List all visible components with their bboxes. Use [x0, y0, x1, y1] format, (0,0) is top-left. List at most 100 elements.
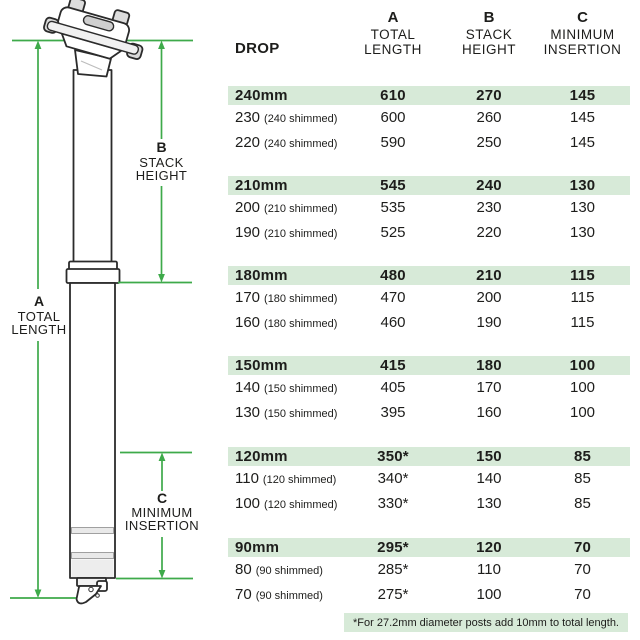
stack-height-value: 270 [476, 87, 502, 104]
shim-note: (150 shimmed) [264, 408, 338, 420]
stack-height-value: 240 [476, 177, 502, 194]
dim-c-label-line1: MINIMUM [131, 505, 192, 520]
stack-height-value: 250 [476, 134, 502, 151]
minimum-insertion-value: 145 [569, 109, 596, 126]
drop-value: 230 [235, 109, 261, 126]
total-length-value: 545 [380, 177, 406, 194]
column-name-line1: STACK [465, 27, 513, 42]
total-length-value: 395 [380, 404, 406, 421]
column-header-total-length: A TOTAL LENGTH [343, 10, 443, 57]
drop-value: 220 [235, 134, 261, 151]
drop-value: 90mm [235, 539, 280, 556]
total-length-value: 600 [380, 109, 406, 126]
drop-value: 100 [235, 495, 261, 512]
minimum-insertion-value: 70 [574, 586, 591, 603]
stack-height-value: 160 [476, 404, 502, 421]
drop-cell: 140(150 shimmed) [228, 379, 343, 396]
shim-note: (120 shimmed) [262, 474, 337, 486]
stack-height-value: 210 [476, 267, 502, 284]
total-length-value: 470 [380, 289, 406, 306]
drop-value: 150mm [235, 357, 288, 374]
drop-cell: 200(210 shimmed) [228, 199, 343, 216]
tube-band-lower [71, 552, 114, 559]
shim-note: (120 shimmed) [264, 499, 338, 511]
minimum-insertion-value: 130 [569, 224, 596, 241]
drop-value: 190 [235, 224, 261, 241]
drop-cell: 150mm [228, 357, 343, 374]
drop-header-row: 210mm 545 240 130 [228, 176, 630, 195]
dim-b-label-line2: HEIGHT [136, 168, 188, 183]
minimum-insertion-value: 115 [570, 314, 595, 331]
stack-height-value: 200 [476, 289, 502, 306]
shim-note: (180 shimmed) [264, 318, 338, 330]
drop-value: 170 [235, 289, 261, 306]
drop-cell: 120mm [228, 448, 343, 465]
seatpost-diagram: A TOTAL LENGTH B STACK HEIGHT C MINIMUM … [10, 0, 199, 605]
drop-value: 140 [235, 379, 261, 396]
dimension-c-minimum-insertion: C MINIMUM INSERTION [116, 451, 199, 580]
stack-height-value: 140 [476, 470, 502, 487]
neck-detail-line [80, 60, 103, 71]
dim-b-label-line1: STACK [139, 155, 183, 170]
dimension-a-total-length: A TOTAL LENGTH [10, 40, 76, 599]
total-length-value: 415 [380, 357, 406, 374]
arrow-down-icon [158, 274, 165, 283]
minimum-insertion-value: 100 [569, 357, 596, 374]
minimum-insertion-value: 70 [573, 539, 592, 556]
drop-cell: 220(240 shimmed) [228, 134, 343, 151]
minimum-insertion-value: 130 [569, 177, 596, 194]
column-name-line2: HEIGHT [461, 42, 516, 57]
drop-cell: 180mm [228, 267, 343, 284]
drop-value: 80 [235, 561, 252, 578]
column-header-minimum-insertion: C MINIMUM INSERTION [535, 10, 630, 57]
total-length-value: 460 [380, 314, 406, 331]
drop-cell: 230(240 shimmed) [228, 109, 343, 126]
minimum-insertion-value: 100 [569, 404, 596, 421]
minimum-insertion-value: 130 [569, 199, 596, 216]
clamp-slot [82, 15, 115, 32]
tube-band-upper [71, 527, 114, 534]
dim-a-label-line2: LENGTH [11, 322, 66, 337]
drop-value: 130 [235, 404, 261, 421]
column-header-drop: DROP [235, 40, 280, 57]
drop-value: 120mm [235, 448, 288, 465]
shim-note: (90 shimmed) [255, 565, 323, 577]
stack-height-value: 100 [476, 586, 502, 603]
total-length-value: 480 [380, 267, 406, 284]
total-length-value: 340* [377, 470, 409, 487]
stack-height-value: 110 [477, 561, 501, 578]
drop-cell: 170(180 shimmed) [228, 289, 343, 306]
drop-value: 70 [235, 586, 252, 603]
total-length-value: 525 [380, 224, 406, 241]
upper-tube [72, 69, 113, 263]
column-name-line2: LENGTH [364, 42, 422, 57]
drop-cell: 80(90 shimmed) [228, 561, 343, 578]
shim-note: (210 shimmed) [264, 228, 338, 240]
dim-b-letter: B [156, 139, 166, 155]
dim-a-label-line1: TOTAL [18, 309, 61, 324]
drop-value: 110 [235, 470, 259, 487]
stack-height-value: 130 [476, 495, 502, 512]
stack-height-value: 230 [476, 199, 502, 216]
drop-value: 210mm [235, 177, 288, 194]
dim-c-letter: C [157, 490, 167, 506]
shim-note: (180 shimmed) [264, 293, 338, 305]
shim-note: (150 shimmed) [264, 383, 338, 395]
minimum-insertion-value: 100 [569, 379, 596, 396]
drop-value: 240mm [235, 87, 288, 104]
shim-note: (240 shimmed) [264, 138, 338, 150]
